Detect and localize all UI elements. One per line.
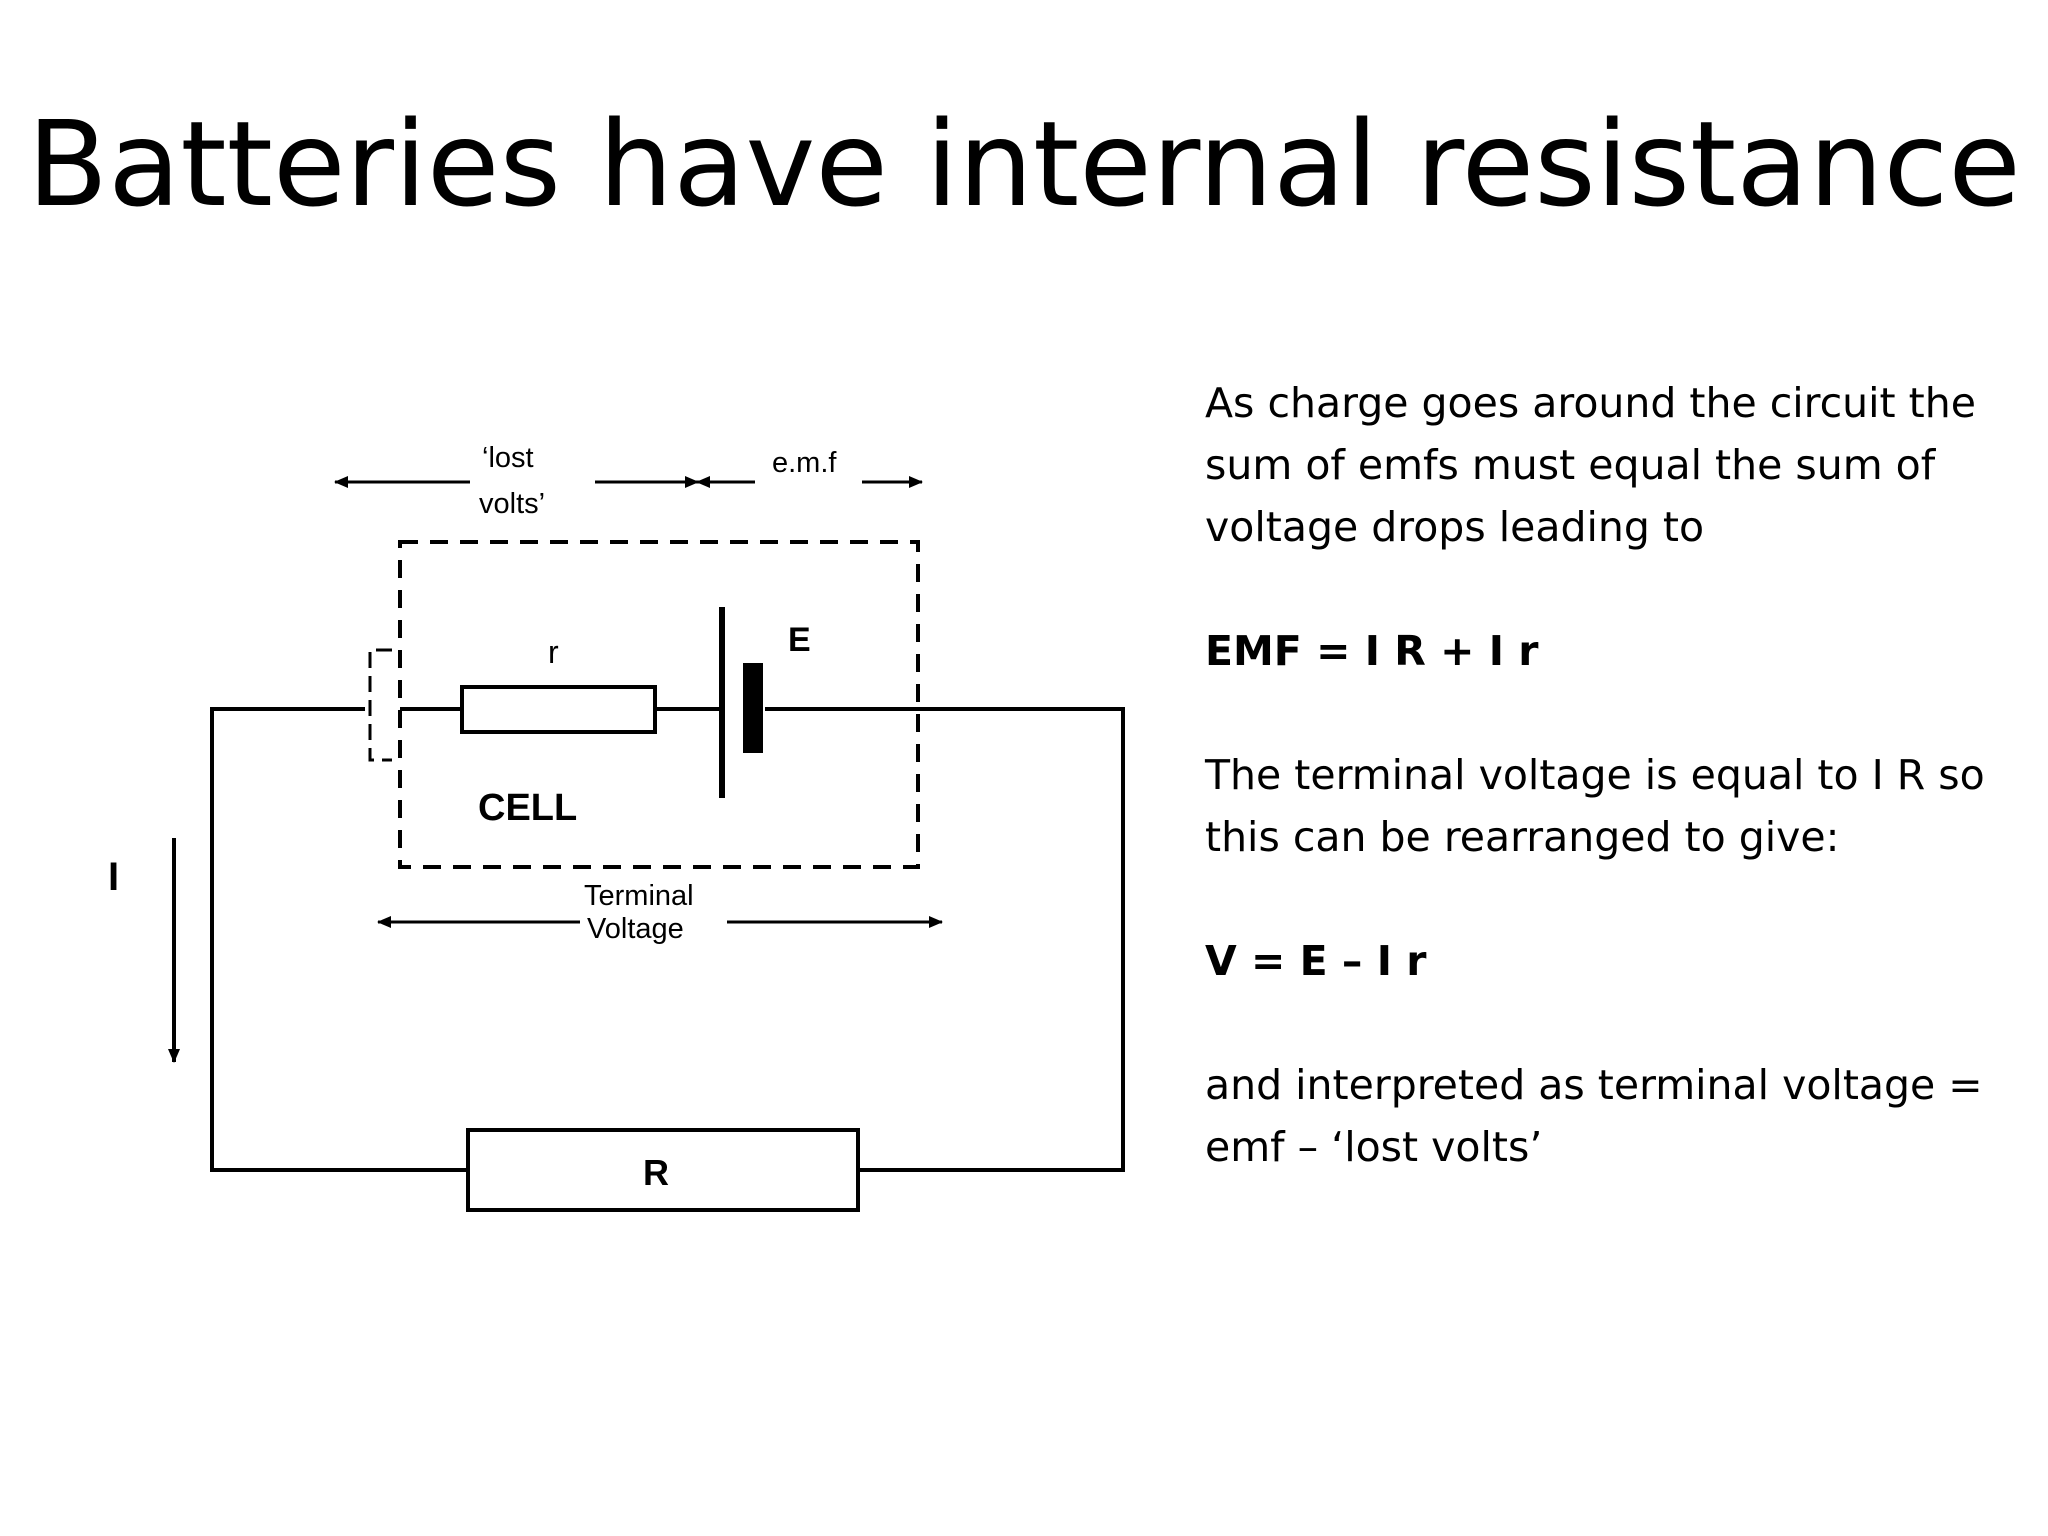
equation-terminal-voltage: V = E – I r bbox=[1205, 937, 1427, 985]
current-label: I bbox=[108, 855, 119, 899]
lost-volts-label-line1: ‘lost bbox=[482, 442, 534, 474]
lost-volts-label-line2: volts’ bbox=[479, 488, 545, 520]
emf-label: e.m.f bbox=[772, 447, 837, 479]
circuit-wires bbox=[210, 707, 1125, 1172]
intro-line-3: voltage drops leading to bbox=[1205, 503, 1705, 551]
terminal-voltage-label-line1: Terminal bbox=[584, 880, 694, 912]
cell-terminal-bracket bbox=[368, 648, 392, 762]
terminal-line-1: The terminal voltage is equal to I R so bbox=[1205, 751, 1985, 799]
intro-line-2: sum of emfs must equal the sum of bbox=[1205, 441, 1936, 489]
slide-title: Batteries have internal resistance bbox=[27, 95, 2021, 233]
cell-label: CELL bbox=[478, 787, 577, 829]
interpret-line-2: emf – ‘lost volts’ bbox=[1205, 1123, 1543, 1171]
internal-resistor bbox=[460, 685, 657, 734]
circuit-diagram: ‘lost volts’ e.m.f r E CELL Terminal Vol… bbox=[108, 442, 1125, 1212]
internal-resistor-label: r bbox=[548, 634, 559, 670]
equation-emf: EMF = I R + I r bbox=[1205, 627, 1539, 675]
interpret-line-1: and interpreted as terminal voltage = bbox=[1205, 1061, 1983, 1109]
terminal-line-2: this can be rearranged to give: bbox=[1205, 813, 1840, 861]
explanation-panel: As charge goes around the circuit the su… bbox=[1205, 372, 2015, 1178]
battery-short-plate bbox=[743, 663, 763, 753]
emf-symbol-label: E bbox=[788, 621, 811, 659]
terminal-voltage-label-line2: Voltage bbox=[587, 913, 684, 945]
load-resistor-label: R bbox=[643, 1152, 669, 1193]
intro-line-1: As charge goes around the circuit the bbox=[1205, 379, 1976, 427]
load-resistor bbox=[466, 1128, 860, 1212]
